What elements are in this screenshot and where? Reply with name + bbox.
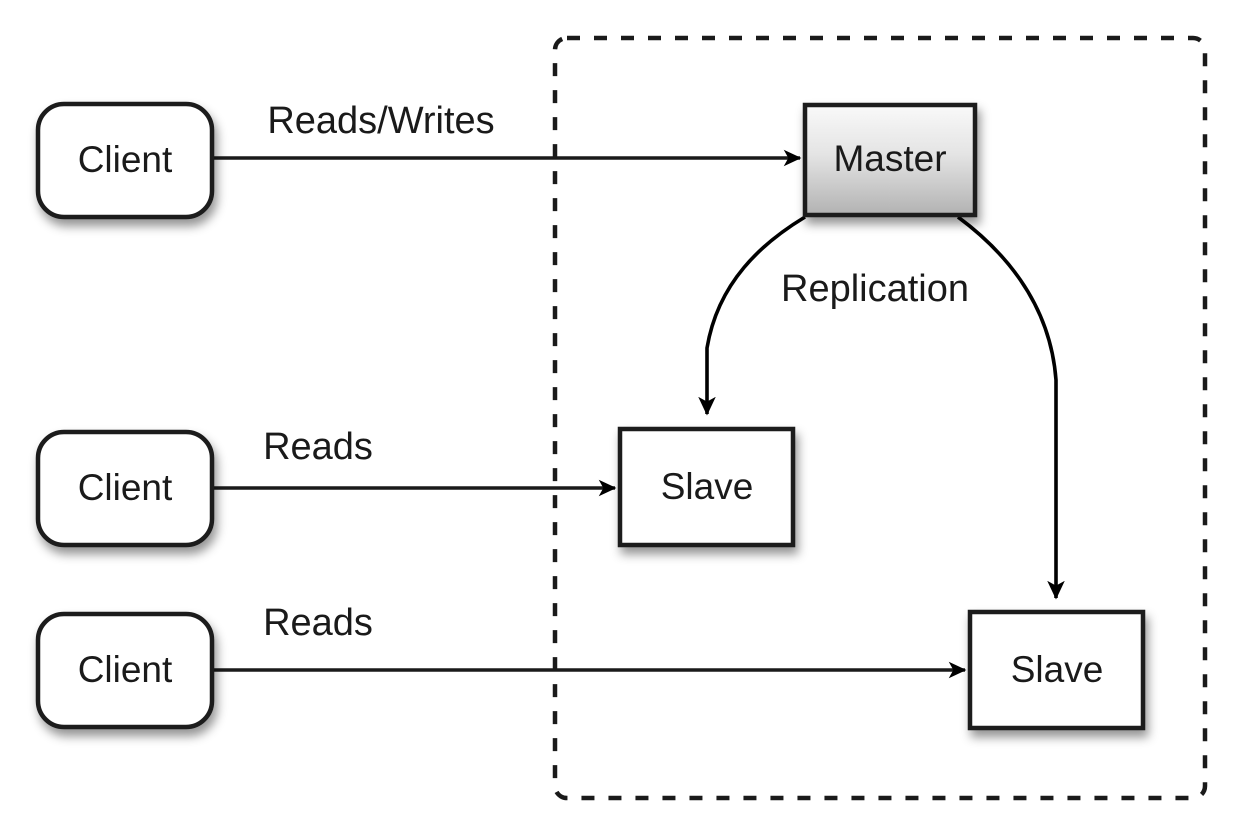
slave-upper-box[interactable] (617, 426, 796, 548)
edge-label-replication: Replication (781, 268, 969, 310)
edge-master-to-slave-lower (956, 215, 1065, 600)
edge-master-to-slave-upper (698, 215, 806, 416)
node-client-top[interactable]: Client (35, 101, 215, 220)
node-client-bottom[interactable]: Client (35, 611, 215, 730)
client-top-box[interactable] (35, 101, 215, 220)
node-slave-lower[interactable]: Slave (967, 609, 1146, 731)
node-client-middle[interactable]: Client (35, 429, 215, 548)
node-master[interactable]: Master (802, 102, 978, 218)
slave-upper-label: Slave (661, 466, 754, 507)
edge-label-reads-bottom: Reads (263, 602, 373, 644)
master-label: Master (833, 138, 946, 179)
database-cluster-boundary (552, 35, 1208, 801)
edge-label-reads-writes: Reads/Writes (267, 100, 494, 142)
client-middle-label: Client (78, 467, 173, 508)
client-middle-box[interactable] (35, 429, 215, 548)
edge-label-reads-middle: Reads (263, 426, 373, 468)
master-box[interactable] (802, 102, 978, 218)
node-slave-upper[interactable]: Slave (617, 426, 796, 548)
slave-lower-label: Slave (1011, 649, 1104, 690)
client-bottom-label: Client (78, 649, 173, 690)
slave-lower-box[interactable] (967, 609, 1146, 731)
client-bottom-box[interactable] (35, 611, 215, 730)
client-top-label: Client (78, 139, 173, 180)
